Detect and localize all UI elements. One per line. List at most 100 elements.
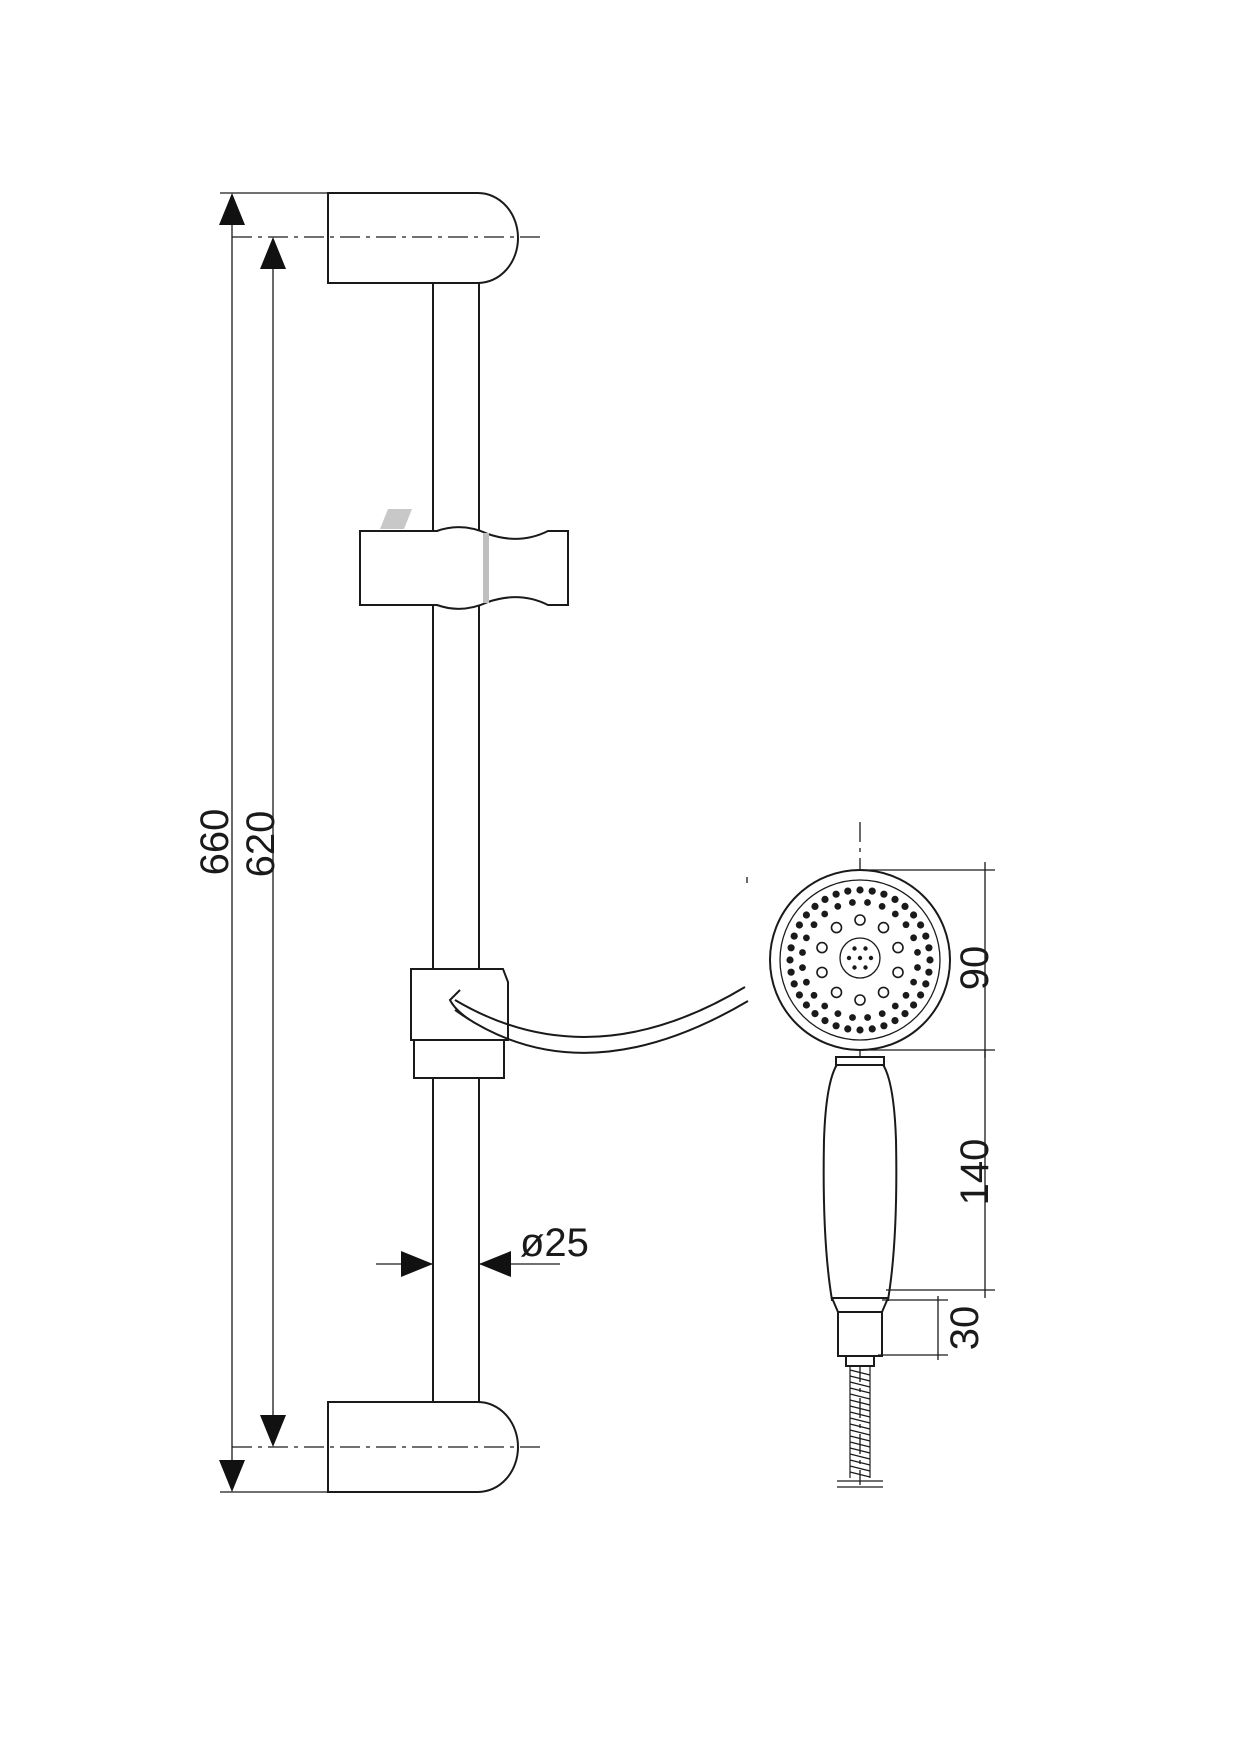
hose-coil-segment	[849, 1411, 871, 1418]
nozzle	[856, 1026, 864, 1034]
nozzle	[802, 911, 811, 919]
handle-length-dimension: 140	[886, 1050, 997, 1298]
hose-coil-segment	[849, 1441, 871, 1448]
nozzle	[802, 1001, 811, 1009]
shower-head-inner	[779, 879, 941, 1041]
nozzle	[795, 921, 804, 929]
nozzle	[863, 946, 868, 951]
nozzle	[880, 890, 888, 898]
hose-coil-segment	[849, 1459, 871, 1466]
nozzle	[868, 955, 874, 961]
rail-diameter-dimension: ø25	[376, 1221, 589, 1277]
nozzle	[844, 1025, 852, 1033]
nozzle	[816, 941, 828, 954]
shower-hose	[454, 1000, 749, 1054]
nozzle	[799, 964, 806, 971]
nozzle	[922, 980, 930, 988]
nozzle	[854, 914, 866, 926]
overall-height-dimension: 660	[193, 192, 330, 1493]
dimension-diameter-25: ø25	[520, 1221, 589, 1265]
dimension-620: 620	[239, 811, 283, 878]
nozzle	[910, 911, 918, 919]
nozzle	[892, 941, 904, 954]
nozzle	[844, 887, 852, 895]
nozzle	[803, 978, 810, 986]
nozzle	[877, 986, 890, 999]
nozzle	[910, 1001, 918, 1009]
shower-handle	[822, 1062, 898, 1301]
nozzle	[891, 910, 899, 918]
nozzle	[811, 1010, 819, 1018]
nozzle	[902, 991, 910, 999]
nozzle	[925, 944, 933, 952]
nozzle	[787, 944, 795, 952]
nozzle	[830, 921, 843, 934]
nozzle	[910, 934, 917, 942]
nozzle	[891, 895, 899, 904]
nozzle	[849, 899, 856, 906]
nozzle	[790, 980, 798, 988]
hose-coil-segment	[849, 1435, 871, 1442]
hose-coil-segment	[849, 1375, 871, 1382]
nozzle	[846, 955, 852, 961]
nozzle	[880, 1022, 888, 1030]
top-wall-bracket	[327, 192, 519, 284]
slider-tab	[380, 509, 412, 529]
slide-rail	[232, 192, 569, 1493]
hose-coil-segment	[849, 1405, 871, 1412]
nozzle	[849, 1014, 856, 1021]
nozzle	[852, 965, 857, 970]
nozzle	[856, 886, 864, 894]
nozzle	[864, 1014, 871, 1021]
shower-nozzles	[786, 886, 934, 1034]
slider-highlight	[483, 533, 489, 603]
hose-coil-segment	[849, 1393, 871, 1400]
nozzle	[821, 1017, 829, 1025]
dimension-140: 140	[953, 1139, 997, 1206]
nozzle	[868, 887, 876, 895]
hose-coil-segment	[849, 1387, 871, 1394]
nozzle	[914, 964, 921, 971]
nozzle	[902, 921, 910, 929]
dimension-90: 90	[953, 946, 997, 991]
hose-coil-segment	[849, 1417, 871, 1424]
bracket-spacing-dimension: 620	[239, 237, 286, 1447]
hose-coil-segment	[849, 1423, 871, 1430]
nozzle	[832, 890, 840, 898]
hose-coil-segment	[849, 1447, 871, 1454]
hand-shower	[746, 822, 951, 1488]
nozzle	[787, 968, 795, 976]
nozzle	[821, 895, 829, 904]
nozzle	[795, 991, 804, 999]
nozzle	[926, 956, 934, 964]
nozzle	[834, 903, 842, 910]
hose-coil-segment	[849, 1429, 871, 1436]
flexible-hose	[849, 1366, 871, 1478]
nozzle	[891, 1002, 899, 1010]
nozzle	[857, 955, 863, 961]
nozzle	[834, 1010, 842, 1017]
nozzle	[811, 902, 819, 911]
nozzle	[854, 994, 866, 1006]
nozzle	[877, 921, 890, 934]
nozzle	[803, 934, 810, 942]
nozzle	[799, 949, 806, 956]
nozzle	[901, 1010, 909, 1018]
nozzle	[821, 1002, 829, 1010]
nozzle	[925, 968, 933, 976]
hose-coil-segment	[849, 1453, 871, 1460]
nozzle	[891, 1017, 899, 1025]
nozzle	[832, 1022, 840, 1030]
hose-coil-segment	[849, 1465, 871, 1472]
nozzle	[864, 899, 871, 906]
nozzle	[917, 991, 925, 999]
nozzle	[852, 946, 857, 951]
nozzle	[830, 986, 843, 999]
nozzle	[878, 903, 886, 910]
hose-coil-segment	[849, 1471, 871, 1478]
shower-centre-ring	[839, 937, 881, 979]
nozzle	[910, 978, 917, 986]
dimension-30: 30	[943, 1306, 987, 1351]
slider-holder	[359, 509, 569, 610]
